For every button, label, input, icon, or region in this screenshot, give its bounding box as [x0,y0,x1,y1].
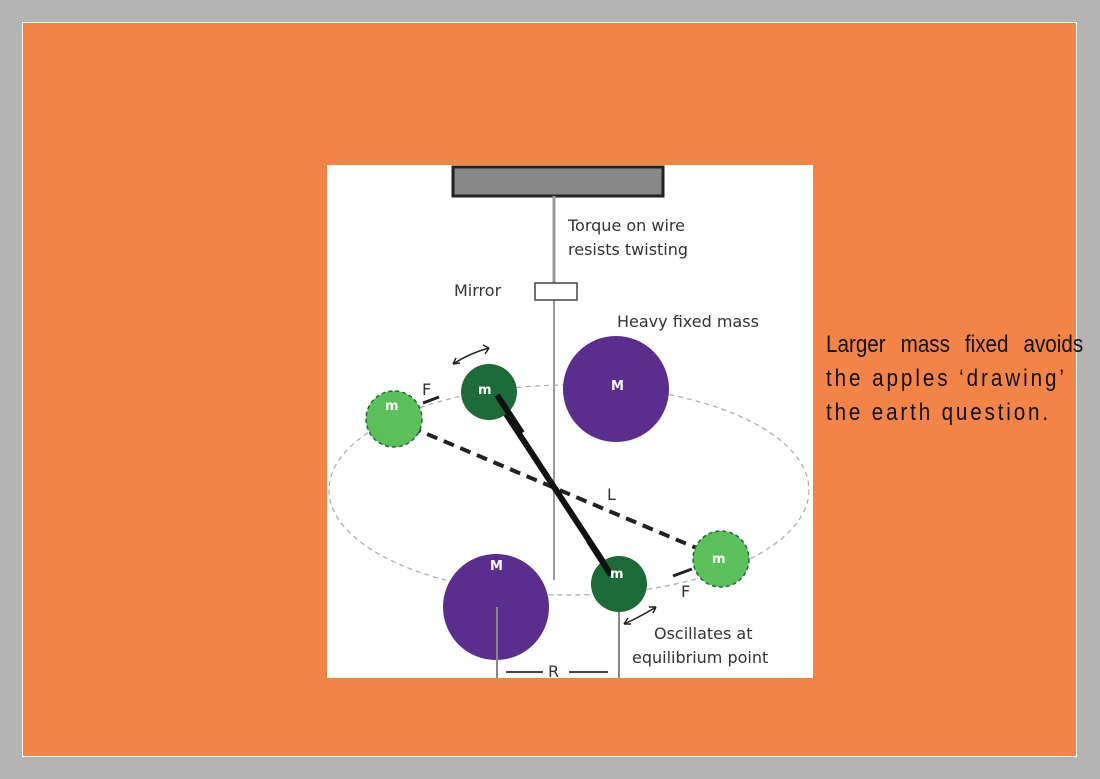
side-note: Larger mass fixed avoids the apples ‘dra… [826,328,1083,430]
small-mass-right-light [692,530,750,588]
oscillation-arrow-lower [623,606,657,625]
small-mass-upper-dark-label: m [478,383,492,398]
small-mass-left-light [365,390,423,448]
rod-end-upper [494,393,525,435]
mirror [534,282,578,301]
large-mass-upper-label: M [611,379,624,394]
small-mass-left-light-label: m [385,399,399,414]
oscillation-arrow-upper [452,344,490,365]
torque-label-line2: resists twisting [568,240,688,259]
slide: Torque on wire resists twisting Mirror H… [22,22,1083,757]
side-note-line-1: Larger mass fixed avoids [826,331,1084,358]
mirror-label: Mirror [454,281,502,300]
oscillates-label-line2: equilibrium point [632,648,768,667]
force-label-lower: F [681,582,690,601]
radius-label: R [548,662,559,678]
side-note-line-3: the earth question. [826,399,1051,426]
force-arrow-lower [672,567,693,578]
torque-label-line1: Torque on wire [567,216,685,235]
side-note-line-2: the apples ‘drawing’ [826,365,1067,392]
small-mass-lower-dark [591,556,647,612]
equilibrium-rod [393,418,721,560]
rod-end-lower [586,539,614,577]
large-mass-lower-label: M [490,559,503,574]
small-mass-lower-dark-label: m [610,567,624,582]
force-arrow-upper [422,395,440,405]
force-label-upper: F [422,380,431,399]
torsion-balance-diagram: Torque on wire resists twisting Mirror H… [327,165,813,678]
heavy-fixed-mass-label: Heavy fixed mass [617,312,759,331]
ceiling-support [451,165,665,198]
large-mass-upper [563,336,669,442]
orbit-path [328,384,810,596]
small-mass-right-light-label: m [712,552,726,567]
length-label: L [607,485,616,504]
oscillates-label-line1: Oscillates at [654,624,752,643]
